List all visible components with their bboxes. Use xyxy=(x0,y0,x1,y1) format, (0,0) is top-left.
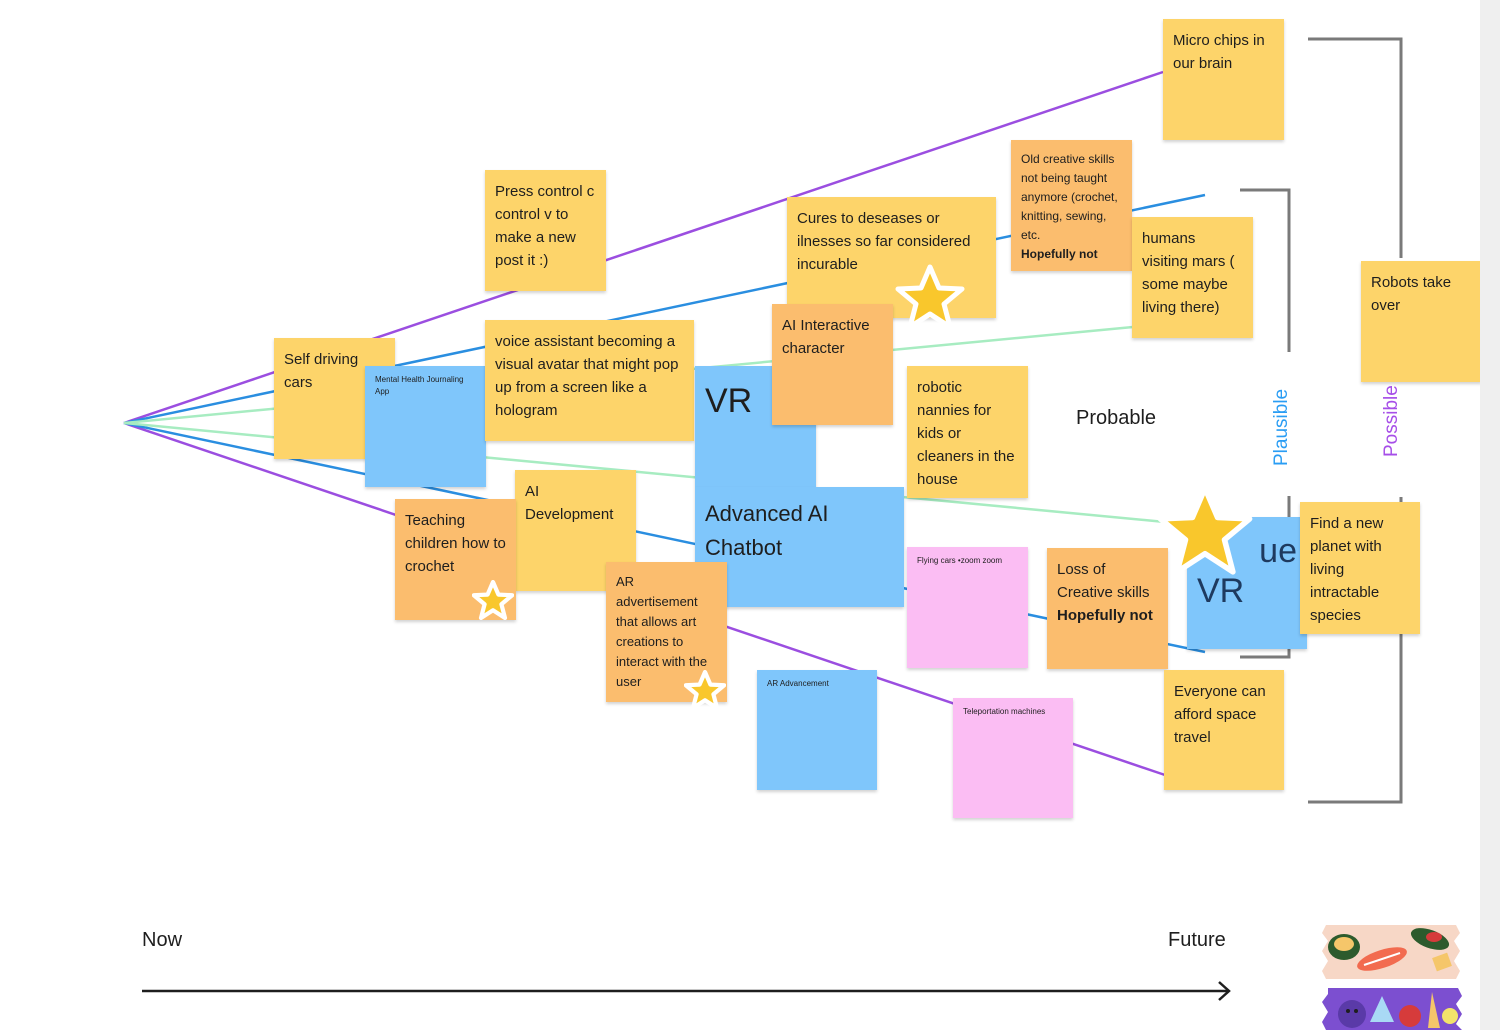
sticky-loss-creative-skills-text: Loss of Creative skills xyxy=(1057,561,1150,601)
sticky-old-creative-skills-bold: Hopefully not xyxy=(1021,247,1098,261)
sticky-humans-mars[interactable]: humans visiting mars ( some maybe living… xyxy=(1132,217,1253,338)
bracket-plausible xyxy=(1240,188,1291,352)
sticky-teleportation[interactable]: Teleportation machines xyxy=(953,698,1073,818)
sticky-mental-health-app[interactable]: Mental Health Journaling App xyxy=(365,366,486,487)
sticky-ue-vr-top: ue xyxy=(1259,532,1297,570)
sticky-loss-creative-skills[interactable]: Loss of Creative skills Hopefully not xyxy=(1047,548,1168,669)
sticky-robots-take-over[interactable]: Robots take over xyxy=(1361,261,1482,382)
right-edge-scroll-area[interactable] xyxy=(1480,0,1500,1030)
sticky-flying-cars[interactable]: Flying cars •zoom zoom xyxy=(907,547,1028,668)
star-sticker-cures[interactable] xyxy=(895,264,965,330)
sticky-old-creative-skills-text: Old creative skills not being taught any… xyxy=(1021,152,1118,242)
label-plausible: Plausible xyxy=(1271,388,1292,466)
sushi-tape-sticker[interactable] xyxy=(1322,925,1460,979)
sticky-loss-creative-skills-bold: Hopefully not xyxy=(1057,607,1153,624)
sticky-voice-assistant[interactable]: voice assistant becoming a visual avatar… xyxy=(485,320,694,441)
label-future: Future xyxy=(1168,929,1226,951)
timeline-arrow-head xyxy=(1218,981,1231,1001)
label-now: Now xyxy=(142,929,183,951)
sticky-ue-vr-bottom: VR xyxy=(1197,572,1245,610)
sticky-advanced-ai-chatbot[interactable]: Advanced AI Chatbot xyxy=(695,487,904,607)
fruit-tape-sticker[interactable] xyxy=(1322,988,1462,1030)
sticky-space-travel[interactable]: Everyone can afford space travel xyxy=(1164,670,1284,790)
sticky-find-new-planet[interactable]: Find a new planet with living intractabl… xyxy=(1300,502,1420,634)
sticky-old-creative-skills[interactable]: Old creative skills not being taught any… xyxy=(1011,140,1132,271)
bracket-possible xyxy=(1308,37,1403,258)
sticky-press-control[interactable]: Press control c control v to make a new … xyxy=(485,170,606,291)
label-possible: Possible xyxy=(1381,385,1402,457)
sticky-ar-advancement[interactable]: AR Advancement xyxy=(757,670,877,790)
sticky-robotic-nannies[interactable]: robotic nannies for kids or cleaners in … xyxy=(907,366,1028,498)
sticky-cures[interactable]: Cures to deseases or ilnesses so far con… xyxy=(787,197,996,318)
star-sticker-teaching[interactable] xyxy=(472,580,514,620)
label-probable: Probable xyxy=(1076,407,1157,429)
star-sticker-large[interactable] xyxy=(1156,484,1254,576)
sticky-micro-chips[interactable]: Micro chips in our brain xyxy=(1163,19,1284,140)
star-sticker-ar-ad[interactable] xyxy=(684,670,726,710)
sticky-ai-interactive-character[interactable]: AI Interactive character xyxy=(772,304,893,425)
sticky-teaching-crochet[interactable]: Teaching children how to crochet xyxy=(395,499,516,620)
